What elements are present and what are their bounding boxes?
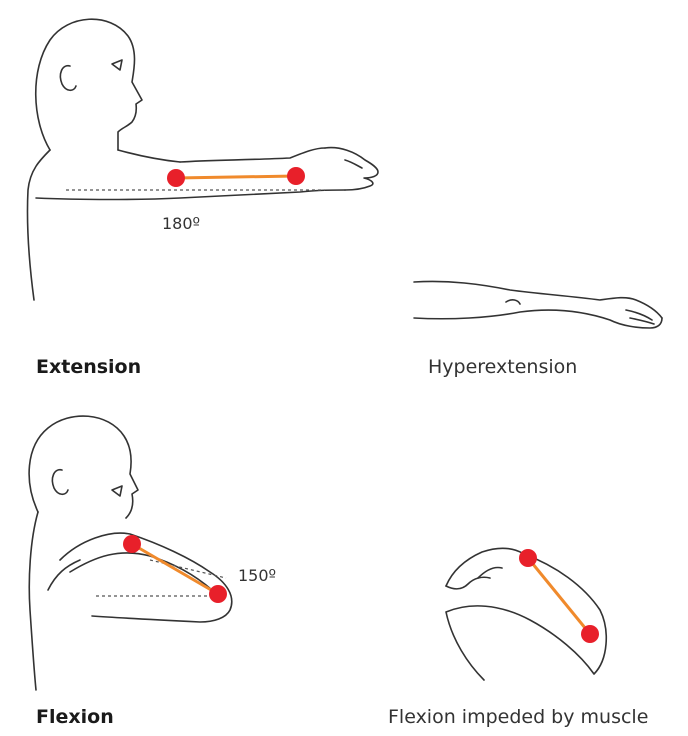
flexion-elbow-joint	[209, 585, 227, 603]
extension-torso	[27, 150, 180, 300]
flexion-eye	[112, 486, 122, 496]
impeded-wrist-joint	[519, 549, 537, 567]
hyperextension-label: Hyperextension	[428, 356, 577, 378]
extension-hand	[325, 148, 378, 190]
flexion-torso	[29, 512, 38, 690]
flexion-head	[29, 416, 138, 518]
flexion-figure	[29, 416, 232, 690]
flexion-shoulder	[48, 560, 80, 590]
extension-arm-lower-edge	[36, 190, 345, 200]
flexion-shoulder-joint	[123, 535, 141, 553]
extension-angle-label: 180º	[162, 214, 200, 233]
impeded-segment	[528, 558, 590, 634]
extension-wrist-joint	[287, 167, 305, 185]
hyperextension-arm-upper	[414, 281, 662, 318]
hyperextension-figure	[414, 281, 662, 328]
extension-head	[36, 19, 142, 150]
hyperextension-elbow-crease	[506, 300, 520, 304]
extension-segment	[176, 176, 296, 178]
extension-arm-upper-edge	[180, 148, 325, 162]
extension-ear	[60, 66, 76, 91]
hyperextension-fingers	[626, 310, 654, 324]
flexion-arm-outer	[60, 533, 232, 622]
extension-eye	[112, 60, 122, 70]
flexion-angle-label: 150º	[238, 566, 276, 585]
impeded-hand	[446, 577, 490, 589]
extension-figure	[27, 19, 378, 300]
flexion-label: Flexion	[36, 706, 114, 728]
impeded-forearm	[446, 548, 524, 586]
flexion-impeded-label: Flexion impeded by muscle	[388, 706, 648, 728]
hyperextension-arm-lower	[414, 310, 662, 328]
extension-label: Extension	[36, 356, 141, 378]
flexion-ear	[52, 470, 68, 495]
impeded-elbow-joint	[581, 625, 599, 643]
impeded-upper-arm	[446, 554, 606, 680]
flexion-arm-inner	[70, 553, 212, 590]
extension-shoulder-joint	[167, 169, 185, 187]
flexion-impeded-figure	[446, 548, 606, 680]
